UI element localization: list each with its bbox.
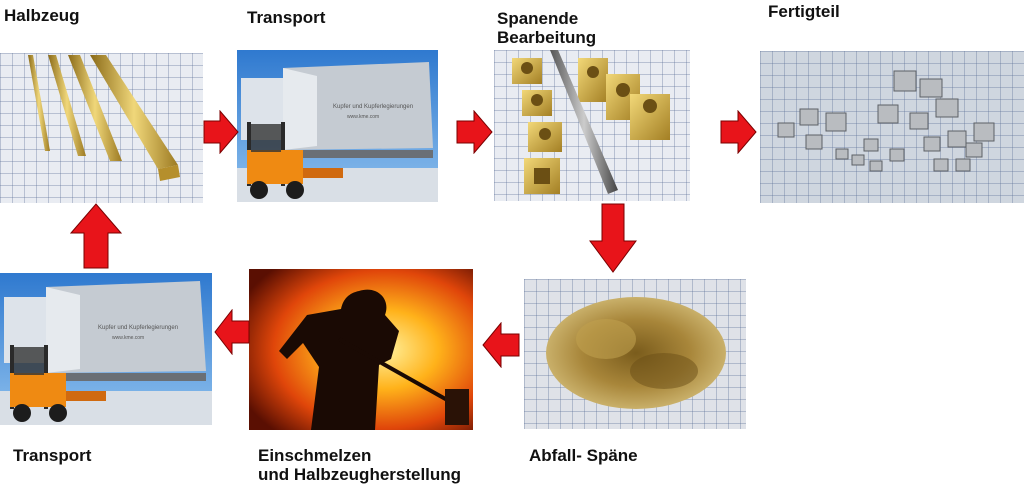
- label-fertigteil: Fertigteil: [768, 2, 840, 21]
- truck-text-line2: www.kme.com: [347, 114, 379, 120]
- label-abfall-spaene: Abfall- Späne: [529, 446, 638, 465]
- brass-rods-illustration: [28, 55, 180, 181]
- label-einschmelzen-line1: Einschmelzen: [258, 446, 372, 465]
- arrow-right-3: [720, 110, 757, 154]
- arrow-right-1: [203, 110, 239, 154]
- arrow-right-2: [456, 110, 493, 154]
- truck2-text-line2: www.kme.com: [112, 335, 144, 341]
- truck-forklift-illustration: Kupfer und Kupferlegierungen www.kme.com: [237, 50, 438, 202]
- label-transport-top: Transport: [247, 8, 326, 27]
- label-einschmelzen-line2: und Halbzeugherstellung: [258, 465, 462, 484]
- label-halbzeug: Halbzeug: [4, 6, 80, 25]
- label-transport-bottom: Transport: [13, 446, 92, 465]
- truck-forklift-illustration-2: Kupfer und Kupferlegierungen www.kme.com: [0, 273, 212, 425]
- label-spanende-line2: Bearbeitung: [497, 28, 597, 47]
- brass-chips-illustration: [546, 297, 726, 409]
- label-einschmelzen: Einschmelzen und Halbzeugherstellung: [258, 446, 461, 484]
- arrow-up: [70, 203, 122, 269]
- machined-parts-illustration: [512, 50, 670, 194]
- photo-halbzeug: [0, 53, 203, 203]
- photo-fertigteil: [760, 51, 1024, 203]
- photo-einschmelzen: [249, 269, 473, 430]
- arrow-left-2: [214, 309, 250, 355]
- photo-transport-top: Kupfer und Kupferlegierungen www.kme.com: [237, 50, 438, 202]
- label-spanende-line1: Spanende: [497, 9, 579, 28]
- truck-text-line1: Kupfer und Kupferlegierungen: [333, 104, 413, 110]
- label-spanende-bearbeitung: Spanende Bearbeitung: [497, 9, 596, 47]
- arrow-left-1: [482, 322, 520, 368]
- finished-parts-illustration: [777, 70, 995, 172]
- photo-spanende-bearbeitung: [494, 50, 690, 201]
- arrow-down: [589, 203, 637, 273]
- photo-abfall-spaene: [524, 279, 746, 429]
- photo-transport-bottom: Kupfer und Kupferlegierungen www.kme.com: [0, 273, 212, 425]
- foundry-worker-illustration: [249, 269, 473, 430]
- truck2-text-line1: Kupfer und Kupferlegierungen: [98, 325, 178, 331]
